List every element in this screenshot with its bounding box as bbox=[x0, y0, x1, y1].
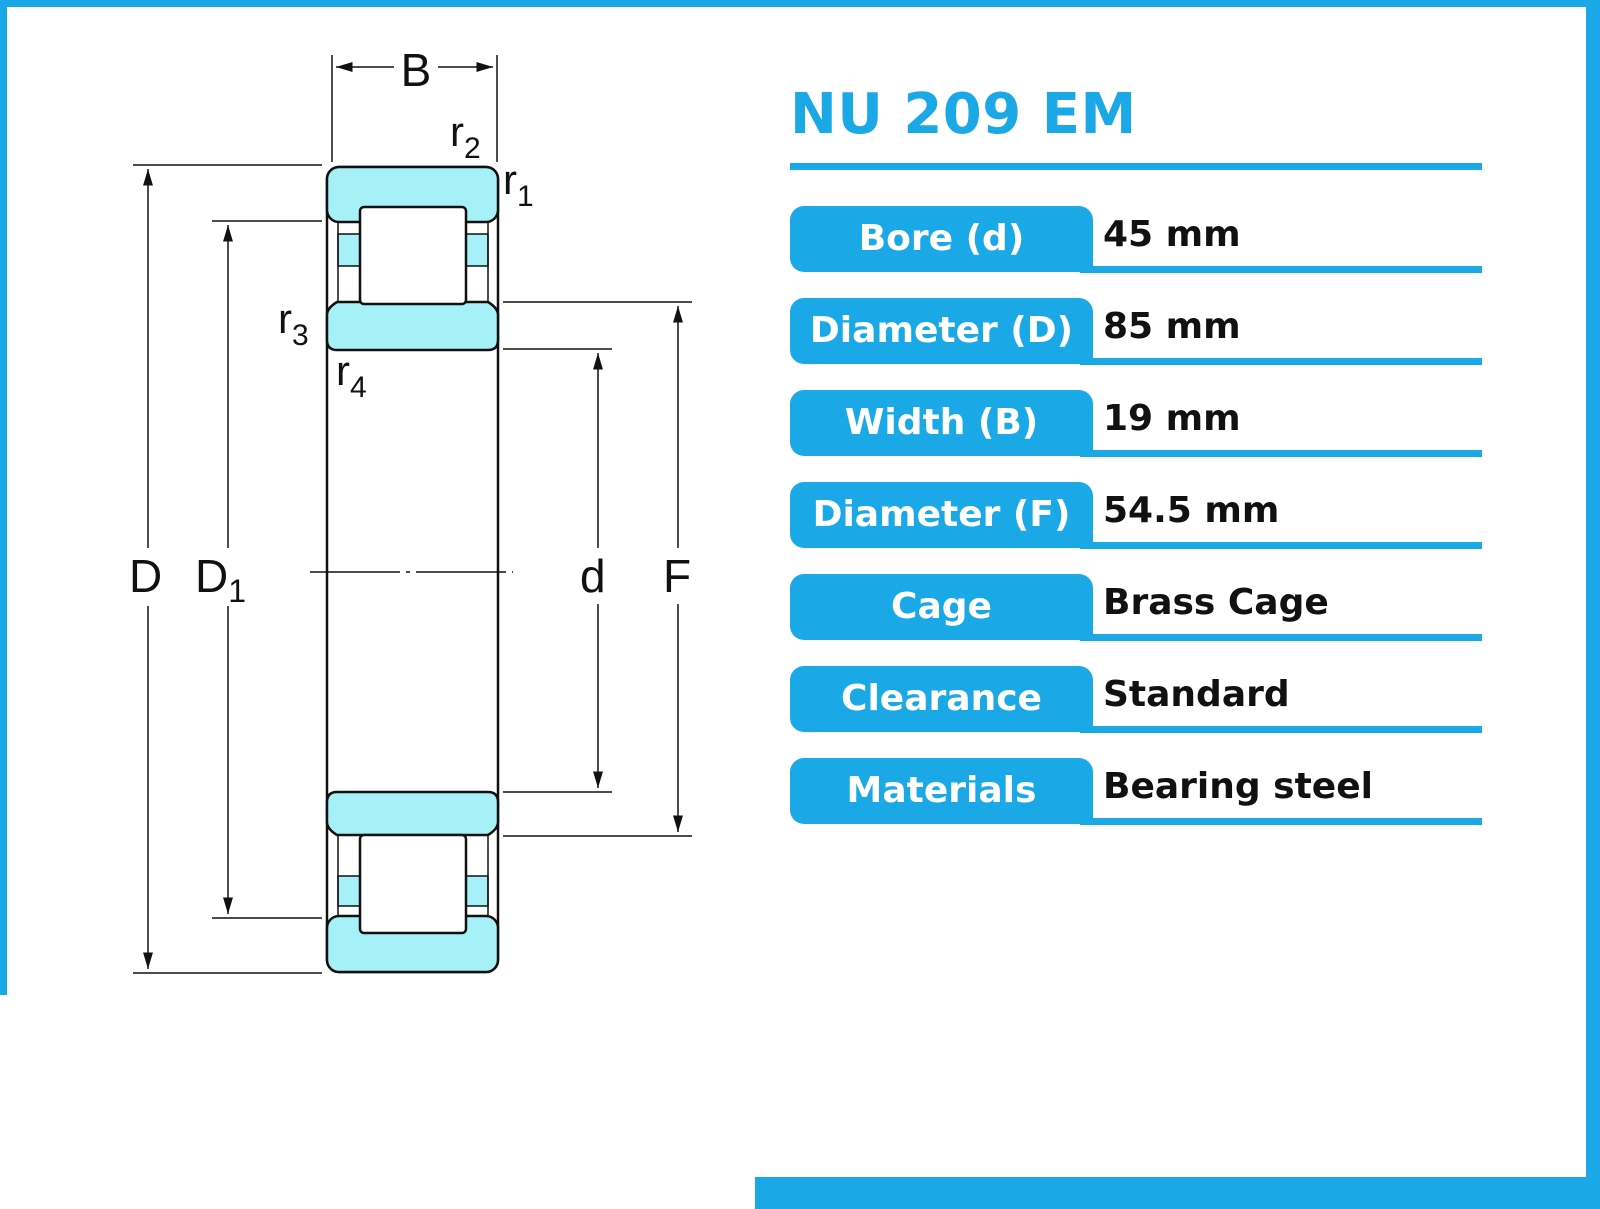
label-r3: r3 bbox=[278, 295, 309, 352]
spec-row-materials: Materials Bearing steel bbox=[790, 758, 1482, 826]
spec-row-cage: Cage Brass Cage bbox=[790, 574, 1482, 642]
bearing-cross-section-diagram: B D D1 d F r2 r1 r3 r4 bbox=[129, 44, 692, 974]
label-r4: r4 bbox=[336, 347, 367, 404]
label-r1: r1 bbox=[503, 156, 534, 213]
spec-value: 19 mm bbox=[1103, 398, 1241, 439]
cage-left-bottom bbox=[337, 875, 362, 907]
label-r4-base: r bbox=[336, 347, 350, 394]
frame-top-border bbox=[0, 0, 1600, 7]
dimension-lines bbox=[133, 55, 692, 974]
label-D1-sub: 1 bbox=[228, 573, 246, 609]
spec-row-underline bbox=[1080, 634, 1482, 641]
label-d: d bbox=[580, 550, 606, 602]
spec-row-diameter-d: Diameter (D) 85 mm bbox=[790, 298, 1482, 366]
spec-row-width: Width (B) 19 mm bbox=[790, 390, 1482, 458]
spec-row-diameter-f: Diameter (F) 54.5 mm bbox=[790, 482, 1482, 550]
label-F: F bbox=[663, 550, 691, 602]
spec-value: Brass Cage bbox=[1103, 582, 1329, 623]
label-D: D bbox=[129, 550, 162, 602]
spec-row-underline bbox=[1080, 542, 1482, 549]
spec-row-underline bbox=[1080, 726, 1482, 733]
spec-label: Diameter (F) bbox=[790, 482, 1093, 548]
spec-row-underline bbox=[1080, 358, 1482, 365]
spec-label: Width (B) bbox=[790, 390, 1093, 456]
spec-value: Standard bbox=[1103, 674, 1290, 715]
label-r1-sub: 1 bbox=[517, 180, 534, 213]
spec-label: Clearance bbox=[790, 666, 1093, 732]
spec-value: 85 mm bbox=[1103, 306, 1241, 347]
dimension-labels: B D D1 d F r2 r1 r3 r4 bbox=[129, 44, 691, 609]
spec-value: Bearing steel bbox=[1103, 766, 1373, 807]
frame-bottom-bar bbox=[755, 1177, 1600, 1209]
label-B: B bbox=[401, 44, 432, 96]
spec-label: Materials bbox=[790, 758, 1093, 824]
label-r2: r2 bbox=[450, 108, 481, 165]
spec-label: Cage bbox=[790, 574, 1093, 640]
spec-row-underline bbox=[1080, 266, 1482, 273]
cage-left-top bbox=[337, 233, 362, 267]
spec-row-clearance: Clearance Standard bbox=[790, 666, 1482, 734]
spec-row-underline bbox=[1080, 450, 1482, 457]
spec-label: Diameter (D) bbox=[790, 298, 1093, 364]
label-r1-base: r bbox=[503, 156, 517, 203]
spec-label: Bore (d) bbox=[790, 206, 1093, 272]
title-underline bbox=[790, 163, 1482, 170]
frame-left-border bbox=[0, 0, 7, 995]
roller-top bbox=[358, 205, 468, 306]
label-r3-base: r bbox=[278, 295, 292, 342]
label-D1-base: D bbox=[195, 550, 228, 602]
spec-row-underline bbox=[1080, 818, 1482, 825]
spec-value: 54.5 mm bbox=[1103, 490, 1280, 531]
spec-row-bore: Bore (d) 45 mm bbox=[790, 206, 1482, 274]
bearing-shape bbox=[310, 165, 513, 974]
frame-right-border bbox=[1586, 0, 1600, 1209]
cage-right-bottom bbox=[464, 875, 489, 907]
cage-right-top bbox=[464, 233, 489, 267]
inner-ring-bottom bbox=[325, 790, 500, 837]
label-r3-sub: 3 bbox=[292, 319, 309, 352]
inner-ring-top bbox=[325, 300, 500, 352]
label-r2-base: r bbox=[450, 108, 464, 155]
spec-value: 45 mm bbox=[1103, 214, 1241, 255]
label-D1: D1 bbox=[195, 550, 246, 609]
label-r2-sub: 2 bbox=[464, 132, 481, 165]
roller-bottom bbox=[358, 833, 468, 935]
label-r4-sub: 4 bbox=[350, 371, 367, 404]
product-title: NU 209 EM bbox=[790, 82, 1137, 147]
